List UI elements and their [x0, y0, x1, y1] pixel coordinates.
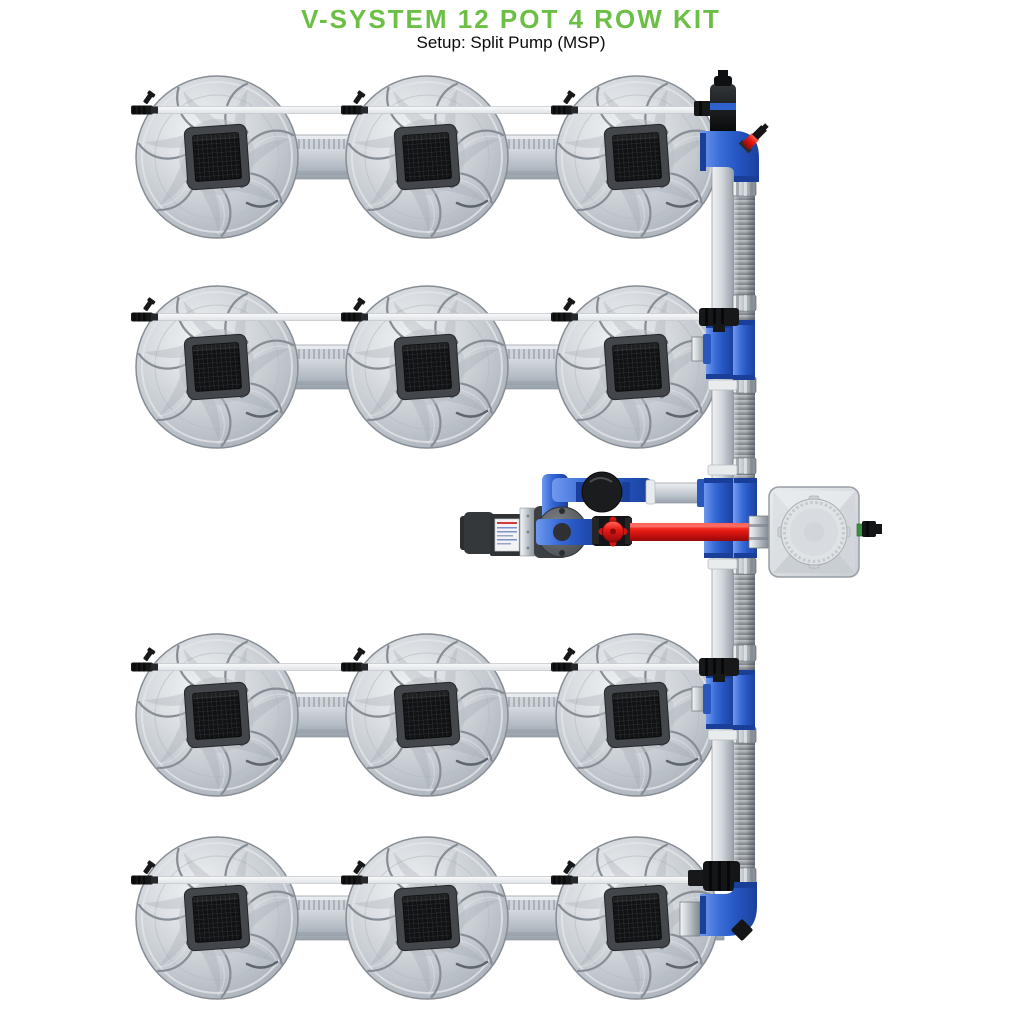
feed-line	[147, 106, 701, 114]
hose-coupler	[732, 294, 757, 312]
return-line	[630, 515, 772, 549]
pot	[554, 74, 720, 240]
drip-barb-fitting	[551, 647, 578, 672]
pot	[554, 284, 720, 450]
drip-barb-fitting	[341, 297, 368, 322]
pot	[344, 632, 510, 798]
valve-handwheel	[598, 516, 628, 547]
dome-collar-right	[622, 482, 630, 502]
pot	[344, 74, 510, 240]
page-title: V-SYSTEM 12 POT 4 ROW KIT	[301, 4, 721, 34]
pot	[344, 835, 510, 1001]
drip-barb-fitting	[131, 647, 158, 672]
drip-barb-fitting	[131, 297, 158, 322]
drip-barb-fitting	[341, 90, 368, 115]
page-subtitle: Setup: Split Pump (MSP)	[416, 33, 606, 52]
hose-coupler	[732, 179, 757, 197]
pot	[554, 632, 720, 798]
drip-barb-fitting	[551, 297, 578, 322]
hose-coupler	[732, 457, 757, 475]
reservoir	[768, 486, 882, 578]
drip-barb-fitting	[551, 90, 578, 115]
pot	[134, 284, 300, 450]
manifold-top-junction	[694, 70, 769, 182]
pipe-coupler	[707, 464, 738, 476]
pipe-coupler	[707, 379, 738, 391]
drip-barb-fitting	[341, 647, 368, 672]
drain-plug	[731, 919, 753, 941]
pipe-adapter	[645, 479, 656, 505]
hose-coupler	[732, 557, 757, 575]
pump-assembly	[460, 471, 656, 558]
feed-line	[147, 313, 705, 321]
reservoir-coupler	[748, 515, 770, 549]
pot	[134, 835, 300, 1001]
drip-barb-fitting	[131, 90, 158, 115]
feed-line	[147, 876, 695, 884]
hose-coupler	[732, 644, 757, 662]
pipe-coupler	[707, 729, 738, 741]
manifold-cross-junction	[697, 478, 757, 558]
pot	[134, 632, 300, 798]
pot	[344, 284, 510, 450]
manifold-bottom-junction	[679, 861, 757, 941]
pot	[134, 74, 300, 240]
pump-motor	[464, 512, 494, 554]
feed-lines-layer	[131, 90, 705, 885]
feed-line	[147, 663, 705, 671]
dome-collar-left	[576, 482, 584, 502]
bleed-valve	[738, 123, 769, 154]
pipe-coupler	[707, 558, 738, 570]
